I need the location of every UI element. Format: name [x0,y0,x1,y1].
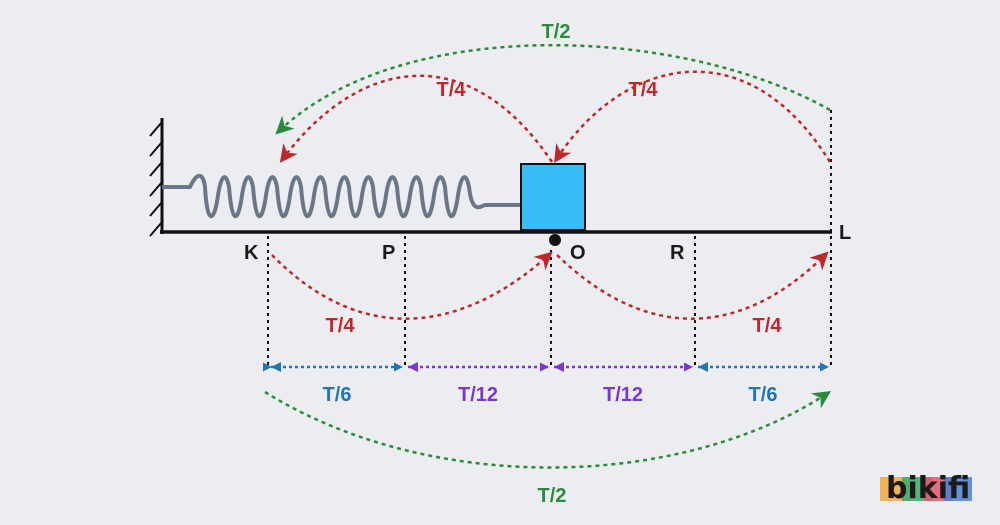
point-label-l: L [839,222,851,244]
logo-text: bikifi [886,471,970,506]
label-bottom-left-quarter: T/4 [326,315,356,337]
wall [149,118,164,237]
arc-bottom-left-quarter [271,251,553,320]
point-label-o: O [570,242,586,264]
mass-block [520,163,586,231]
point-label-r: R [670,242,685,264]
label-interval-p-o: T/12 [458,384,498,406]
arc-top-right-quarter [554,70,832,164]
label-top-right-quarter: T/4 [629,79,659,101]
label-interval-k-p: T/6 [323,384,352,406]
label-interval-r-l: T/6 [749,384,778,406]
label-bottom-half: T/2 [538,485,567,507]
arc-top-half [275,43,831,135]
bikifi-logo: bikifi [880,471,972,506]
label-bottom-right-quarter: T/4 [753,315,783,337]
point-label-k: K [244,242,259,264]
interval-arrow-heads [271,362,708,372]
arc-bottom-right-quarter [556,251,829,320]
label-top-half: T/2 [542,21,571,43]
arc-top-left-quarter [279,74,554,163]
point-label-p: P [382,242,395,264]
arc-bottom-half [264,390,832,469]
label-interval-o-r: T/12 [603,384,643,406]
label-top-left-quarter: T/4 [437,79,467,101]
guide-lines [267,110,832,368]
equilibrium-dot [549,234,561,246]
spring [162,173,521,218]
